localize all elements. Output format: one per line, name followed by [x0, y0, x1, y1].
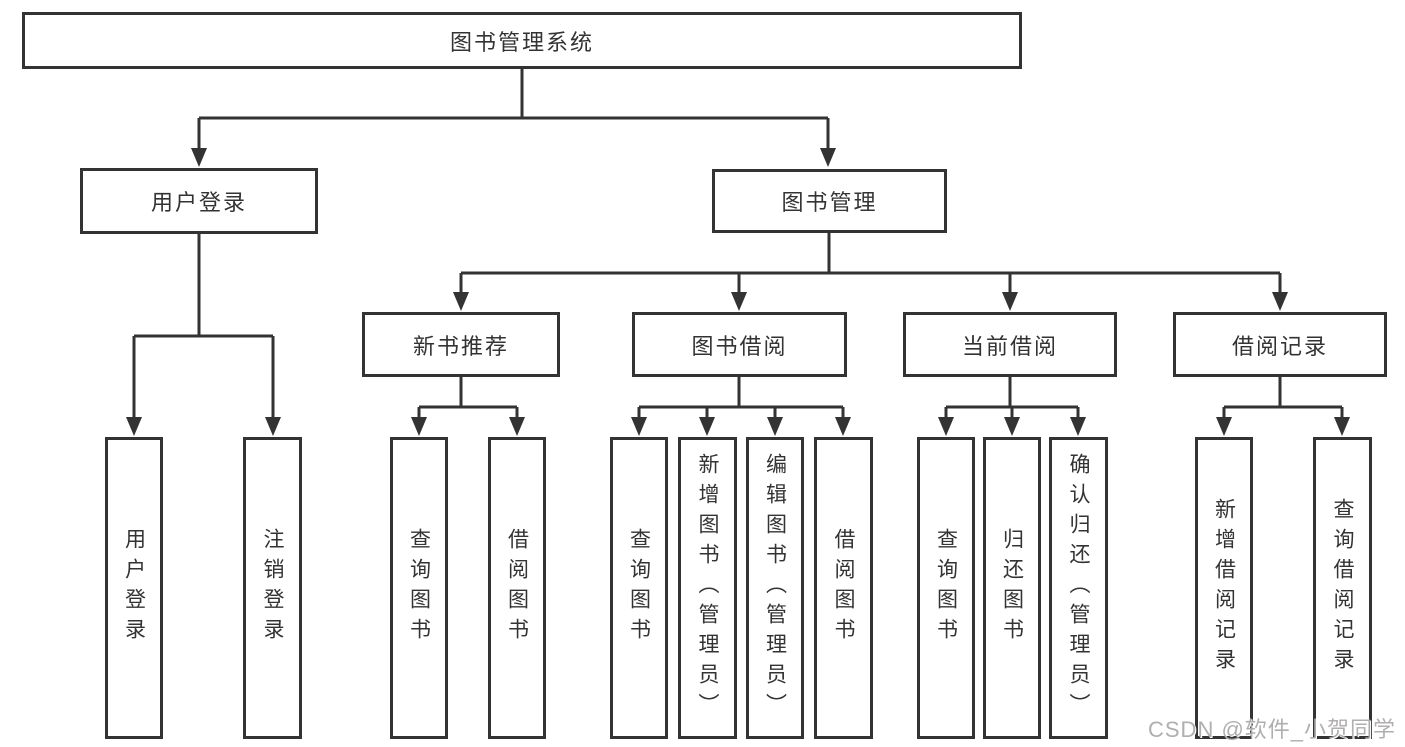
node-label: 图书借阅 [691, 333, 788, 359]
node-leaf-edit-books-admin: 编辑图书（管理员） [746, 437, 804, 739]
node-label: 编辑图书（管理员） [763, 453, 787, 723]
node-label: 图书管理 [781, 190, 878, 215]
node-leaf-borrow-books-rec: 借阅图书 [488, 437, 546, 739]
node-library-management-system: 图书管理系统 [22, 12, 1022, 69]
node-leaf-add-books-admin: 新增图书（管理员） [678, 437, 737, 739]
csdn-watermark: CSDN @软件_小贺同学 [1148, 717, 1397, 742]
node-label: 归还图书 [1000, 528, 1024, 648]
node-label: 借阅图书 [832, 528, 855, 648]
node-leaf-add-borrow-record: 新增借阅记录 [1195, 437, 1253, 739]
node-label: 新增图书（管理员） [696, 453, 719, 723]
node-label: 查询图书 [627, 528, 651, 648]
node-leaf-user-login: 用户登录 [105, 437, 163, 739]
node-leaf-confirm-return-admin: 确认归还（管理员） [1049, 437, 1108, 739]
node-new-book-recommendation: 新书推荐 [362, 312, 560, 377]
node-label: 查询图书 [934, 528, 958, 648]
node-label: 新书推荐 [412, 333, 509, 359]
node-label: 新增借阅记录 [1212, 498, 1236, 678]
node-label: 查询借阅记录 [1331, 498, 1354, 678]
node-label: 借阅记录 [1231, 333, 1328, 359]
node-leaf-query-borrow-record: 查询借阅记录 [1313, 437, 1372, 739]
node-current-borrowing: 当前借阅 [903, 312, 1117, 377]
node-user-login-branch: 用户登录 [80, 168, 318, 234]
node-leaf-query-books-rec: 查询图书 [390, 437, 448, 739]
node-label: 图书管理系统 [449, 29, 594, 55]
node-label: 注销登录 [261, 528, 284, 648]
node-label: 用户登录 [122, 528, 146, 648]
node-leaf-logout: 注销登录 [243, 437, 302, 739]
node-leaf-borrow-books: 借阅图书 [814, 437, 873, 739]
node-leaf-return-books: 归还图书 [983, 437, 1041, 739]
node-label: 确认归还（管理员） [1067, 453, 1090, 723]
node-leaf-query-books-borrow: 查询图书 [610, 437, 668, 739]
node-book-management-branch: 图书管理 [712, 169, 947, 233]
node-label: 当前借阅 [961, 333, 1058, 359]
node-label: 用户登录 [150, 190, 247, 215]
node-label: 查询图书 [407, 528, 431, 648]
node-book-borrowing: 图书借阅 [632, 312, 847, 377]
arrowheads [126, 148, 1350, 436]
node-label: 借阅图书 [505, 528, 529, 648]
node-borrowing-records: 借阅记录 [1173, 312, 1387, 377]
connector-path [132, 69, 1344, 420]
node-leaf-query-books-current: 查询图书 [917, 437, 975, 739]
